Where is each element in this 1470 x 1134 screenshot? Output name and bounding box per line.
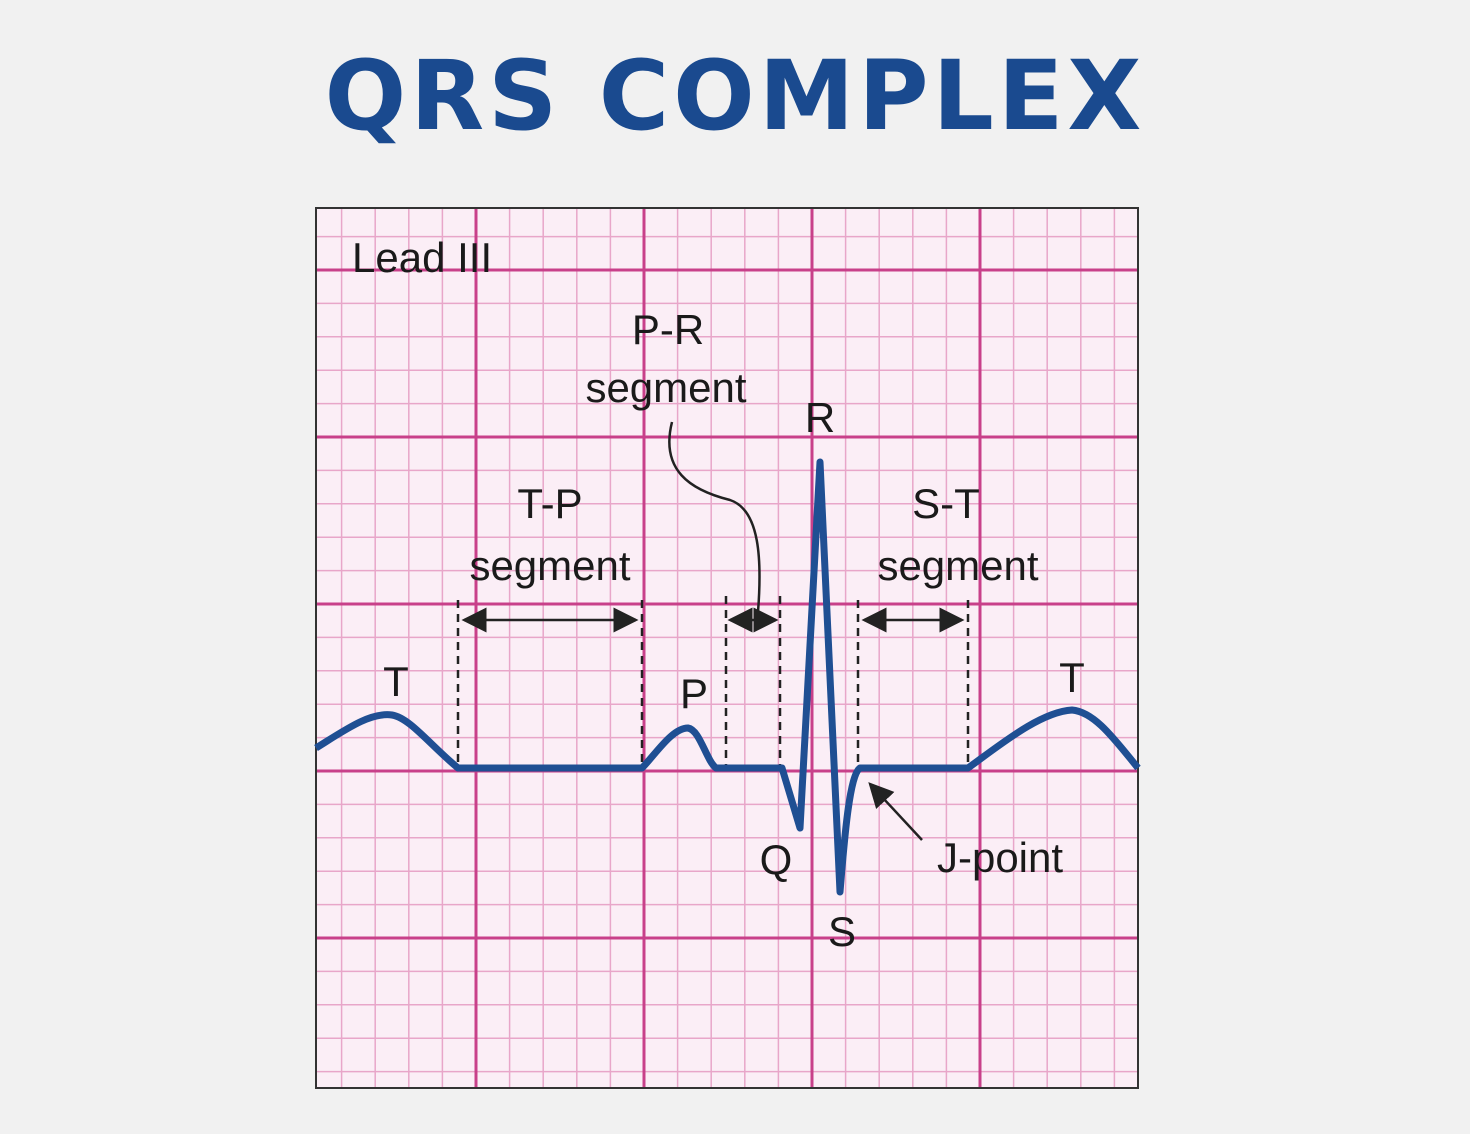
segment-markers xyxy=(456,596,970,768)
grid-minor xyxy=(316,208,1138,1088)
t-wave-label-right: T xyxy=(1059,654,1085,701)
tp-segment-label-line1: T-P xyxy=(517,480,582,527)
r-wave-label: R xyxy=(805,394,835,441)
j-point-arrow xyxy=(868,782,923,841)
pr-segment-label-line1: P-R xyxy=(632,306,704,353)
lead-label: Lead III xyxy=(352,234,492,281)
j-point-label: J-point xyxy=(937,834,1063,881)
st-segment-label-line1: S-T xyxy=(912,480,980,527)
pr-segment-label-line2: segment xyxy=(585,364,746,411)
diagram-title: QRS COMPLEX xyxy=(324,40,1146,152)
q-wave-label: Q xyxy=(760,836,793,883)
ecg-trace xyxy=(314,458,1141,896)
arrows xyxy=(461,421,965,841)
tp-segment-label-line2: segment xyxy=(469,542,630,589)
ecg-paper xyxy=(316,208,1138,1088)
st-segment-label-line2: segment xyxy=(877,542,1038,589)
ecg-frame xyxy=(315,207,1139,1089)
pr-leader-line xyxy=(668,421,761,613)
p-wave-label: P xyxy=(680,670,708,717)
t-wave-label-left: T xyxy=(383,658,409,705)
s-wave-label: S xyxy=(828,908,856,955)
